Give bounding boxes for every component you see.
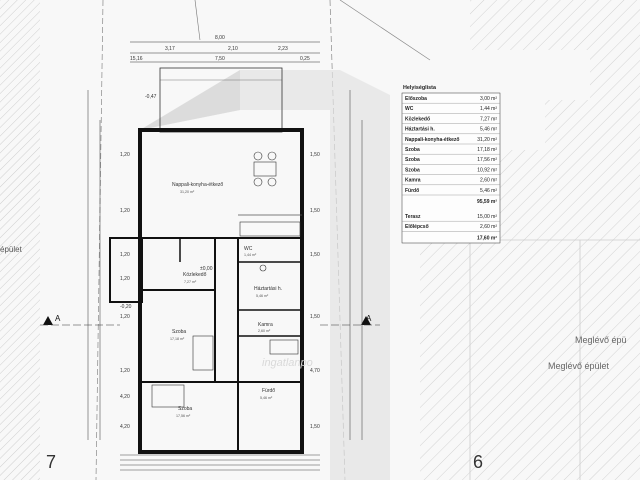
- existing-building-label-1: Meglévő épü: [575, 335, 627, 345]
- table-row-name: Előlépcső: [405, 224, 429, 230]
- table-row-name: Szoba: [405, 157, 420, 163]
- roof-shade: [140, 70, 390, 480]
- svg-text:1,20: 1,20: [120, 252, 130, 258]
- svg-text:17,56 m²: 17,56 m²: [176, 414, 191, 418]
- svg-text:1,20: 1,20: [120, 368, 130, 374]
- plot-number-left: 7: [46, 452, 56, 472]
- svg-text:1,20: 1,20: [120, 152, 130, 158]
- svg-text:1,50: 1,50: [310, 424, 320, 430]
- table-row-value: 5,46 m²: [480, 188, 497, 194]
- svg-text:3,17: 3,17: [165, 46, 175, 52]
- table-row-value: 3,00 m²: [480, 96, 497, 102]
- svg-text:5,46 m²: 5,46 m²: [256, 294, 269, 298]
- svg-text:17,18 m²: 17,18 m²: [170, 337, 185, 341]
- table-row-value: 2,60 m²: [480, 224, 497, 230]
- room-pantry: Kamra: [258, 322, 273, 328]
- left-neighbour-hatch: [0, 0, 40, 480]
- table-row-name: Előszoba: [405, 96, 427, 102]
- svg-text:±0,00: ±0,00: [200, 266, 213, 272]
- entrance-stairs: [120, 454, 320, 471]
- watermark: ingatlanpo: [262, 357, 313, 369]
- table-row-value: 31,20 m²: [477, 137, 497, 143]
- existing-building-label-2: Meglévő épület: [548, 361, 610, 371]
- bed-1: [192, 335, 214, 371]
- svg-text:4,20: 4,20: [120, 394, 130, 400]
- svg-text:A: A: [55, 314, 61, 323]
- svg-text:1,50: 1,50: [310, 252, 320, 258]
- svg-text:-0,47: -0,47: [145, 94, 157, 100]
- svg-text:5,46 m²: 5,46 m²: [260, 396, 273, 400]
- table-row-value: 1,44 m²: [480, 106, 497, 112]
- table-row-value: 2,60 m²: [480, 178, 497, 184]
- svg-text:Helyiséglista: Helyiséglista: [403, 85, 437, 91]
- svg-text:4,20: 4,20: [120, 424, 130, 430]
- room-bedroom-1: Szoba: [172, 329, 186, 335]
- svg-text:1,20: 1,20: [120, 314, 130, 320]
- svg-text:7,27 m²: 7,27 m²: [184, 280, 197, 284]
- table-total: 95,59 m²: [477, 199, 497, 205]
- svg-text:0,25: 0,25: [300, 56, 310, 62]
- dimension-lines-side: [87, 90, 363, 440]
- svg-text:1,50: 1,50: [310, 314, 320, 320]
- room-utility: Háztartási h.: [254, 286, 282, 292]
- svg-text:2,10: 2,10: [228, 46, 238, 52]
- room-bath: Fürdő: [262, 388, 275, 394]
- plot-number-right: 6: [473, 452, 483, 472]
- table-row-value: 17,18 m²: [477, 147, 497, 153]
- section-marker-left: A: [40, 314, 120, 326]
- svg-text:31,20 m²: 31,20 m²: [180, 190, 195, 194]
- table-row-value: 10,92 m²: [477, 167, 497, 173]
- bed-2: [151, 384, 185, 408]
- svg-text:2,23: 2,23: [278, 46, 288, 52]
- dimension-chain-top: [130, 41, 320, 63]
- room-living: Nappali-konyha-étkező: [172, 182, 223, 188]
- room-wc: WC: [244, 246, 253, 252]
- table-extra-total: 17,60 m²: [477, 235, 497, 241]
- table-row-value: 15,00 m²: [477, 214, 497, 220]
- table-row-name: Kamra: [405, 178, 421, 184]
- svg-text:4,70: 4,70: [310, 368, 320, 374]
- svg-text:15,16: 15,16: [130, 56, 143, 62]
- svg-text:8,00: 8,00: [215, 35, 225, 41]
- svg-text:7,50: 7,50: [215, 56, 225, 62]
- table-row-name: Közlekedő: [405, 116, 430, 122]
- svg-text:1,44 m²: 1,44 m²: [244, 253, 257, 257]
- room-labels: Nappali-konyha-étkező 31,20 m² WC 1,44 m…: [170, 182, 282, 418]
- dining-table: [253, 151, 277, 187]
- table-row-name: Szoba: [405, 147, 420, 153]
- table-row-name: Szoba: [405, 167, 420, 173]
- svg-text:1,20: 1,20: [120, 276, 130, 282]
- dimension-numbers: 8,00 3,17 2,10 2,23 15,16 7,50 0,25 1,20…: [120, 35, 320, 430]
- table-row-value: 17,56 m²: [477, 157, 497, 163]
- room-bedroom-2: Szoba: [178, 406, 192, 412]
- svg-text:A: A: [366, 314, 372, 323]
- svg-text:2,60 m²: 2,60 m²: [258, 329, 271, 333]
- toilet: [259, 264, 267, 272]
- svg-text:1,20: 1,20: [120, 208, 130, 214]
- table-row-name: Fürdő: [405, 188, 419, 194]
- kitchen-counter: [239, 221, 301, 237]
- house-walls: [109, 128, 304, 454]
- svg-text:1,50: 1,50: [310, 152, 320, 158]
- table-row-value: 7,27 m²: [480, 116, 497, 122]
- table-row-name: Háztartási h.: [405, 127, 435, 133]
- left-edge-word: épület: [0, 245, 23, 254]
- table-row-name: Terasz: [405, 214, 421, 220]
- svg-text:1,50: 1,50: [310, 208, 320, 214]
- svg-text:-0,20: -0,20: [120, 304, 132, 310]
- room-hall: Közlekedő: [183, 272, 207, 278]
- area-table: Helyiséglista Előszoba 3,00 m² WC 1,44 m² Kö…: [401, 85, 501, 244]
- bathtub: [269, 339, 299, 355]
- table-row-name: WC: [405, 106, 414, 112]
- table-row-name: Nappali-konyha-étkező: [405, 137, 459, 143]
- table-row-value: 5,46 m²: [480, 127, 497, 133]
